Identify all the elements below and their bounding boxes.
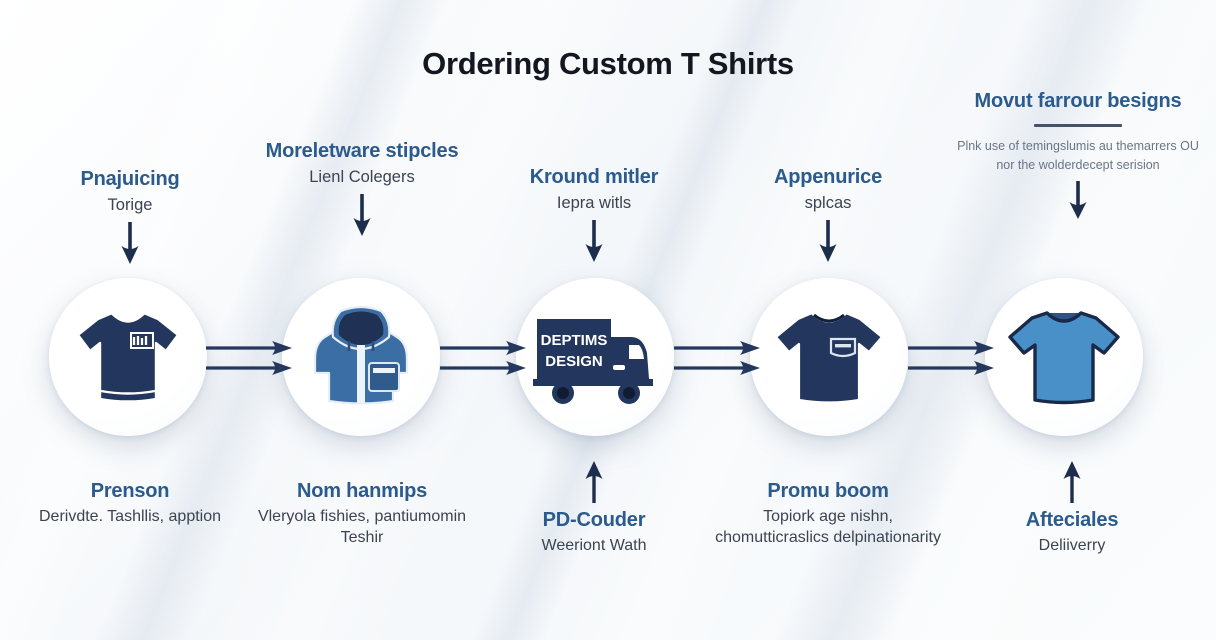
step-2-bottom-label: Nom hanmips Vleryola fishies, pantiumomi… [246,480,478,548]
navy-pocket-tshirt-icon [774,311,884,404]
navy-tshirt-logo-icon [76,311,180,403]
step-4-top-subtitle: splcas [804,194,852,213]
step-3-icon-circle: DEPTIMS DESIGN [516,278,674,436]
arrow-up-icon [585,461,603,503]
light-blue-tshirt-icon [1008,311,1120,405]
blue-hoodie-icon [313,305,409,405]
step-5-bottom-subtitle: Deliiverry [1038,537,1106,555]
truck-text-line-1: DEPTIMS [541,332,608,349]
step-3-top-subtitle: Iepra witls [556,194,632,213]
step-5-bottom-label: Afteciales Deliiverry [952,455,1192,557]
double-arrow-right-icon [908,341,994,375]
step-2-top-subtitle: Lienl Colegers [309,168,415,187]
step-5-top-body: Plnk use of temingslumis au themarrers O… [957,139,1199,173]
arrow-down-icon [585,220,603,263]
arrow-down-icon [819,220,837,263]
step-2-top-title: Moreletware stipcles [265,140,459,162]
step-4-top-label: Appenurice splcas [712,166,944,264]
connector-arrow-1-2 [206,340,302,378]
double-arrow-right-icon [440,341,526,375]
step-4-icon-circle [750,278,908,436]
delivery-truck-icon: DEPTIMS DESIGN [533,319,653,404]
step-1-top-subtitle: Torige [107,196,153,215]
step-1-icon-circle [49,278,207,436]
arrow-up-icon [1063,461,1081,503]
step-1-top-title: Pnajuicing [80,168,180,190]
arrow-down-icon [121,222,139,265]
step-1-bottom-title: Prenson [90,480,170,502]
step-2-bottom-title: Nom hanmips [296,480,428,502]
arrow-down-icon [1069,181,1087,220]
step-4-bottom-subtitle: Topiork age nishn, chomutticraslics delp… [715,508,941,546]
step-3-bottom-label: PD-Couder Weeriont Wath [478,455,710,557]
connector-arrow-4-5 [908,340,1004,378]
step-3-top-title: Kround mitler [529,166,659,188]
step-2-icon-circle [282,278,440,436]
step-3-bottom-title: PD-Couder [542,509,646,531]
step-5-icon-circle [985,278,1143,436]
step-1-bottom-subtitle: Derivdte. Tashllis, apption [38,508,222,526]
step-3-bottom-subtitle: Weeriont Wath [541,537,647,555]
step-5-top-label: Movut farrour besigns Plnk use of teming… [952,90,1204,221]
connector-arrow-3-4 [674,340,770,378]
step-5-bottom-title: Afteciales [1025,509,1119,531]
step-4-top-title: Appenurice [773,166,883,188]
step-1-bottom-label: Prenson Derivdte. Tashllis, apption [14,480,246,528]
double-arrow-right-icon [674,341,760,375]
step-5-top-title: Movut farrour besigns [974,90,1182,112]
arrow-down-icon [353,194,371,237]
step-1-top-label: Pnajuicing Torige [14,168,246,266]
step-2-top-label: Moreletware stipcles Lienl Colegers [246,140,478,238]
page-title: Ordering Custom T Shirts [422,46,794,81]
step-4-bottom-title: Promu boom [767,480,889,502]
truck-text-line-2: DESIGN [545,353,603,370]
step-2-bottom-subtitle: Vleryola fishies, pantiumomin Teshir [257,508,467,546]
double-arrow-right-icon [206,341,292,375]
divider [1034,124,1122,128]
connector-arrow-2-3 [440,340,536,378]
step-3-top-label: Kround mitler Iepra witls [478,166,710,264]
step-4-bottom-label: Promu boom Topiork age nishn, chomutticr… [708,480,948,548]
